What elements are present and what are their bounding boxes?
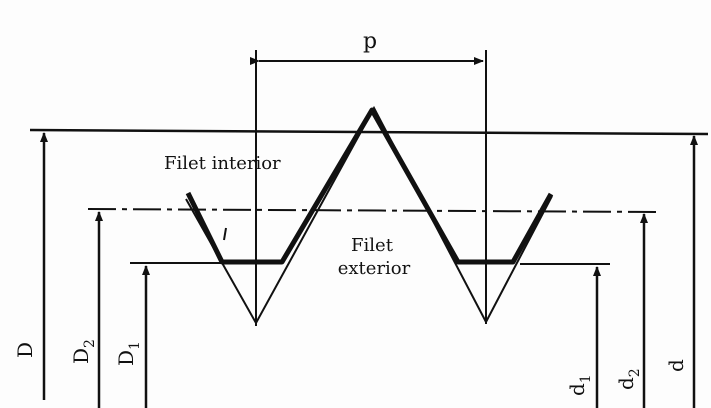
pitch-diameter-line — [87, 208, 661, 213]
svg-text:d1: d1 — [565, 374, 594, 396]
svg-text:D: D — [13, 342, 37, 358]
internal-thread-label: Filet interior — [164, 153, 281, 174]
d2-label: d2 — [614, 368, 643, 390]
svg-text:d: d — [664, 359, 688, 372]
svg-text:D2: D2 — [69, 339, 98, 364]
D2-label: D2 — [69, 339, 98, 364]
D1-label: D1 — [114, 341, 143, 366]
svg-text:d2: d2 — [614, 368, 643, 390]
d-label: d — [664, 359, 688, 372]
external-thread-label-line1: Filet — [351, 235, 394, 256]
major-diameter-line — [29, 128, 709, 136]
d1-label: d1 — [565, 374, 594, 396]
pitch-label: p — [363, 29, 377, 54]
external-thread-profile — [185, 105, 553, 326]
D-label: D — [13, 342, 37, 358]
svg-text:D1: D1 — [114, 341, 143, 366]
flank-tick — [223, 227, 227, 241]
external-thread-label-line2: exterior — [338, 258, 411, 279]
